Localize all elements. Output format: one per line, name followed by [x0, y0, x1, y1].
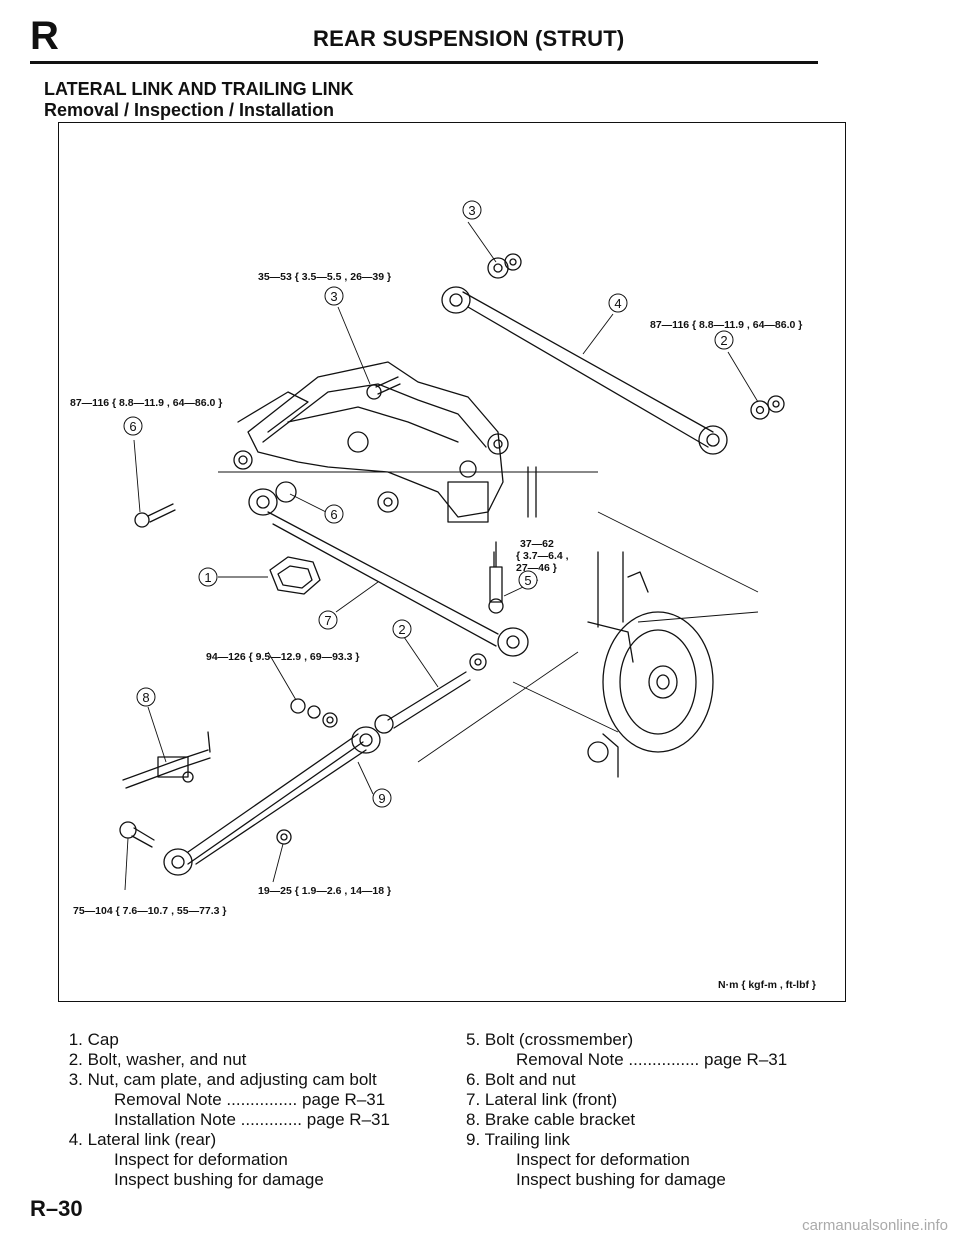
- list-item: 8. Brake cable bracket: [466, 1110, 636, 1129]
- parts-list-right: 5. Bolt (crossmember) Removal Note .....…: [466, 1030, 787, 1190]
- torque-label: 87—116 { 8.8—11.9 , 64—86.0 }: [70, 397, 222, 409]
- section-letter: R: [30, 14, 59, 58]
- crossmember: [233, 361, 509, 523]
- trailing-link-bolt: [119, 821, 155, 848]
- bolt-6: [134, 503, 176, 528]
- callout-2: 2: [398, 622, 405, 637]
- callout-3: 3: [330, 289, 337, 304]
- units-label: N·m { kgf-m , ft-lbf }: [718, 979, 816, 991]
- lateral-link-front: [248, 481, 529, 657]
- list-item: 4. Lateral link (rear): [64, 1130, 217, 1149]
- crossmember-bolt: [488, 541, 504, 614]
- brake-cable-bracket: [122, 731, 211, 789]
- torque-label: 35—53 { 3.5—5.5 , 26—39 }: [258, 271, 391, 283]
- torque-label: 19—25 { 1.9—2.6 , 14—18 }: [258, 885, 391, 897]
- callout-7: 7: [324, 613, 331, 628]
- watermark: carmanualsonline.info: [802, 1217, 948, 1234]
- section-subtitle: Removal / Inspection / Installation: [44, 100, 335, 120]
- torque-label: 87—116 { 8.8—11.9 , 64—86.0 }: [650, 319, 802, 331]
- header-divider: [30, 61, 818, 64]
- callout-4: 4: [614, 296, 621, 311]
- cam-nut-top: [487, 253, 522, 279]
- page-number: R–30: [30, 1196, 83, 1221]
- callout-6-left: 6: [129, 419, 136, 434]
- list-item: 7. Lateral link (front): [466, 1090, 618, 1109]
- list-item: 9. Trailing link: [466, 1130, 570, 1149]
- list-item: 6. Bolt and nut: [466, 1070, 576, 1089]
- callout-6: 6: [330, 507, 337, 522]
- callout-8: 8: [142, 690, 149, 705]
- torque-label: { 3.7—6.4 ,: [516, 550, 569, 562]
- callout-3-top: 3: [468, 203, 475, 218]
- bolt-nut-right: [750, 395, 785, 420]
- callout-2-top: 2: [720, 333, 727, 348]
- list-item: 5. Bolt (crossmember): [466, 1030, 634, 1049]
- list-item: Removal Note ............... page R–31: [114, 1090, 386, 1109]
- parts-list-left: 1. Cap 2. Bolt, washer, and nut 3. Nut, …: [64, 1030, 390, 1190]
- figure-frame: [58, 122, 846, 1002]
- cap: [269, 556, 321, 595]
- bolt-2-lower: [374, 653, 487, 734]
- bracket-nut: [276, 829, 292, 845]
- torque-label: 94—126 { 9.5—12.9 , 69—93.3 }: [206, 651, 360, 663]
- callout-5: 5: [524, 573, 531, 588]
- list-item: Inspect for deformation: [114, 1150, 288, 1169]
- page-title: REAR SUSPENSION (STRUT): [313, 26, 625, 51]
- callout-9: 9: [378, 791, 385, 806]
- list-item: 3. Nut, cam plate, and adjusting cam bol…: [64, 1070, 377, 1089]
- list-item: 2. Bolt, washer, and nut: [64, 1050, 247, 1069]
- list-item: Inspect for deformation: [516, 1150, 690, 1169]
- list-item: Inspect bushing for damage: [114, 1170, 324, 1189]
- list-item: 1. Cap: [64, 1030, 119, 1049]
- lateral-link-rear: [441, 286, 728, 455]
- list-item: Inspect bushing for damage: [516, 1170, 726, 1189]
- list-item: Removal Note ............... page R–31: [516, 1050, 788, 1069]
- torque-label: 75—104 { 7.6—10.7 , 55—77.3 }: [73, 905, 227, 917]
- list-item: Installation Note ............. page R–3…: [114, 1110, 390, 1129]
- torque-label: 27—46 }: [516, 562, 557, 574]
- adjusting-cam-bolt: [366, 376, 401, 400]
- callout-1: 1: [204, 570, 211, 585]
- wheel-hub-and-strut: [587, 551, 714, 778]
- suspension-exploded-diagram: 3 3 4 2 6 6 1 5 7 2 8 9 35—53 { 3.5—5.5 …: [70, 200, 816, 991]
- section-title: LATERAL LINK AND TRAILING LINK: [44, 79, 354, 99]
- trailing-link: [163, 726, 381, 876]
- trailing-link-nut: [290, 698, 338, 728]
- torque-label: 37—62: [520, 538, 554, 550]
